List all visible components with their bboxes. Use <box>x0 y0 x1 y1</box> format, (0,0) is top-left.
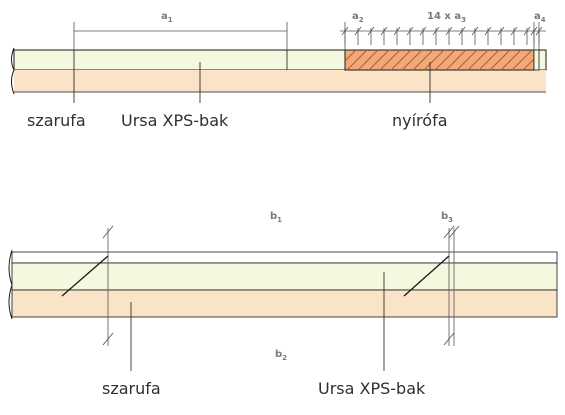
hatch-line <box>478 49 500 71</box>
hatch-line <box>357 49 379 71</box>
hatch-line <box>423 49 445 71</box>
bottom-dim-ticks <box>102 225 460 346</box>
top-view: a1 a2 14 x a3 a4 szarufa Ursa XPS-bak ny… <box>11 11 547 130</box>
hatch-line <box>401 49 423 71</box>
hatch-line <box>379 49 401 71</box>
label-rafter-top: szarufa <box>27 111 86 130</box>
birch-hatch <box>344 49 535 71</box>
dim-a1 <box>73 22 288 50</box>
hatch-line <box>344 49 357 62</box>
top-rafter-strip <box>14 70 546 92</box>
bottom-rafter-strip <box>11 289 558 318</box>
top-break-mark <box>11 47 15 95</box>
bottom-break-mark <box>8 249 13 320</box>
hatch-line <box>346 49 368 71</box>
hatch-line <box>489 49 511 71</box>
bottom-top-band <box>11 251 558 264</box>
hatch-line <box>456 49 478 71</box>
dim-b2-label: b2 <box>275 349 287 362</box>
hatch-line <box>467 49 489 71</box>
dim-b1-label: b1 <box>270 211 282 224</box>
end-gap <box>533 49 540 71</box>
screw-left <box>61 255 109 297</box>
dim-a2-label: a2 <box>352 11 364 24</box>
bottom-insulation-strip <box>11 262 558 291</box>
hatch-line <box>368 49 390 71</box>
bottom-view: b1 b3 b2 szarufa Ursa XPS-bak <box>8 211 558 398</box>
label-insulation-bottom: Ursa XPS-bak <box>318 379 426 398</box>
dim-a1-label: a1 <box>161 11 173 24</box>
hatch-line <box>500 49 522 71</box>
label-rafter-bottom: szarufa <box>102 379 161 398</box>
dim-b3-label: b3 <box>441 211 453 224</box>
hatch-line <box>412 49 434 71</box>
hatch-line <box>390 49 412 71</box>
hatch-line <box>511 49 533 71</box>
dim-a4-label: a4 <box>534 11 546 24</box>
label-insulation-top: Ursa XPS-bak <box>121 111 229 130</box>
label-birch-top: nyírófa <box>392 111 448 130</box>
dim-chain-ticks <box>341 26 543 45</box>
hatch-line <box>522 58 535 71</box>
hatch-line <box>445 49 467 71</box>
hatch-line <box>434 49 456 71</box>
dim-a3-label: 14 x a3 <box>427 11 466 24</box>
birch-block <box>344 49 535 71</box>
screw-right <box>403 255 450 297</box>
